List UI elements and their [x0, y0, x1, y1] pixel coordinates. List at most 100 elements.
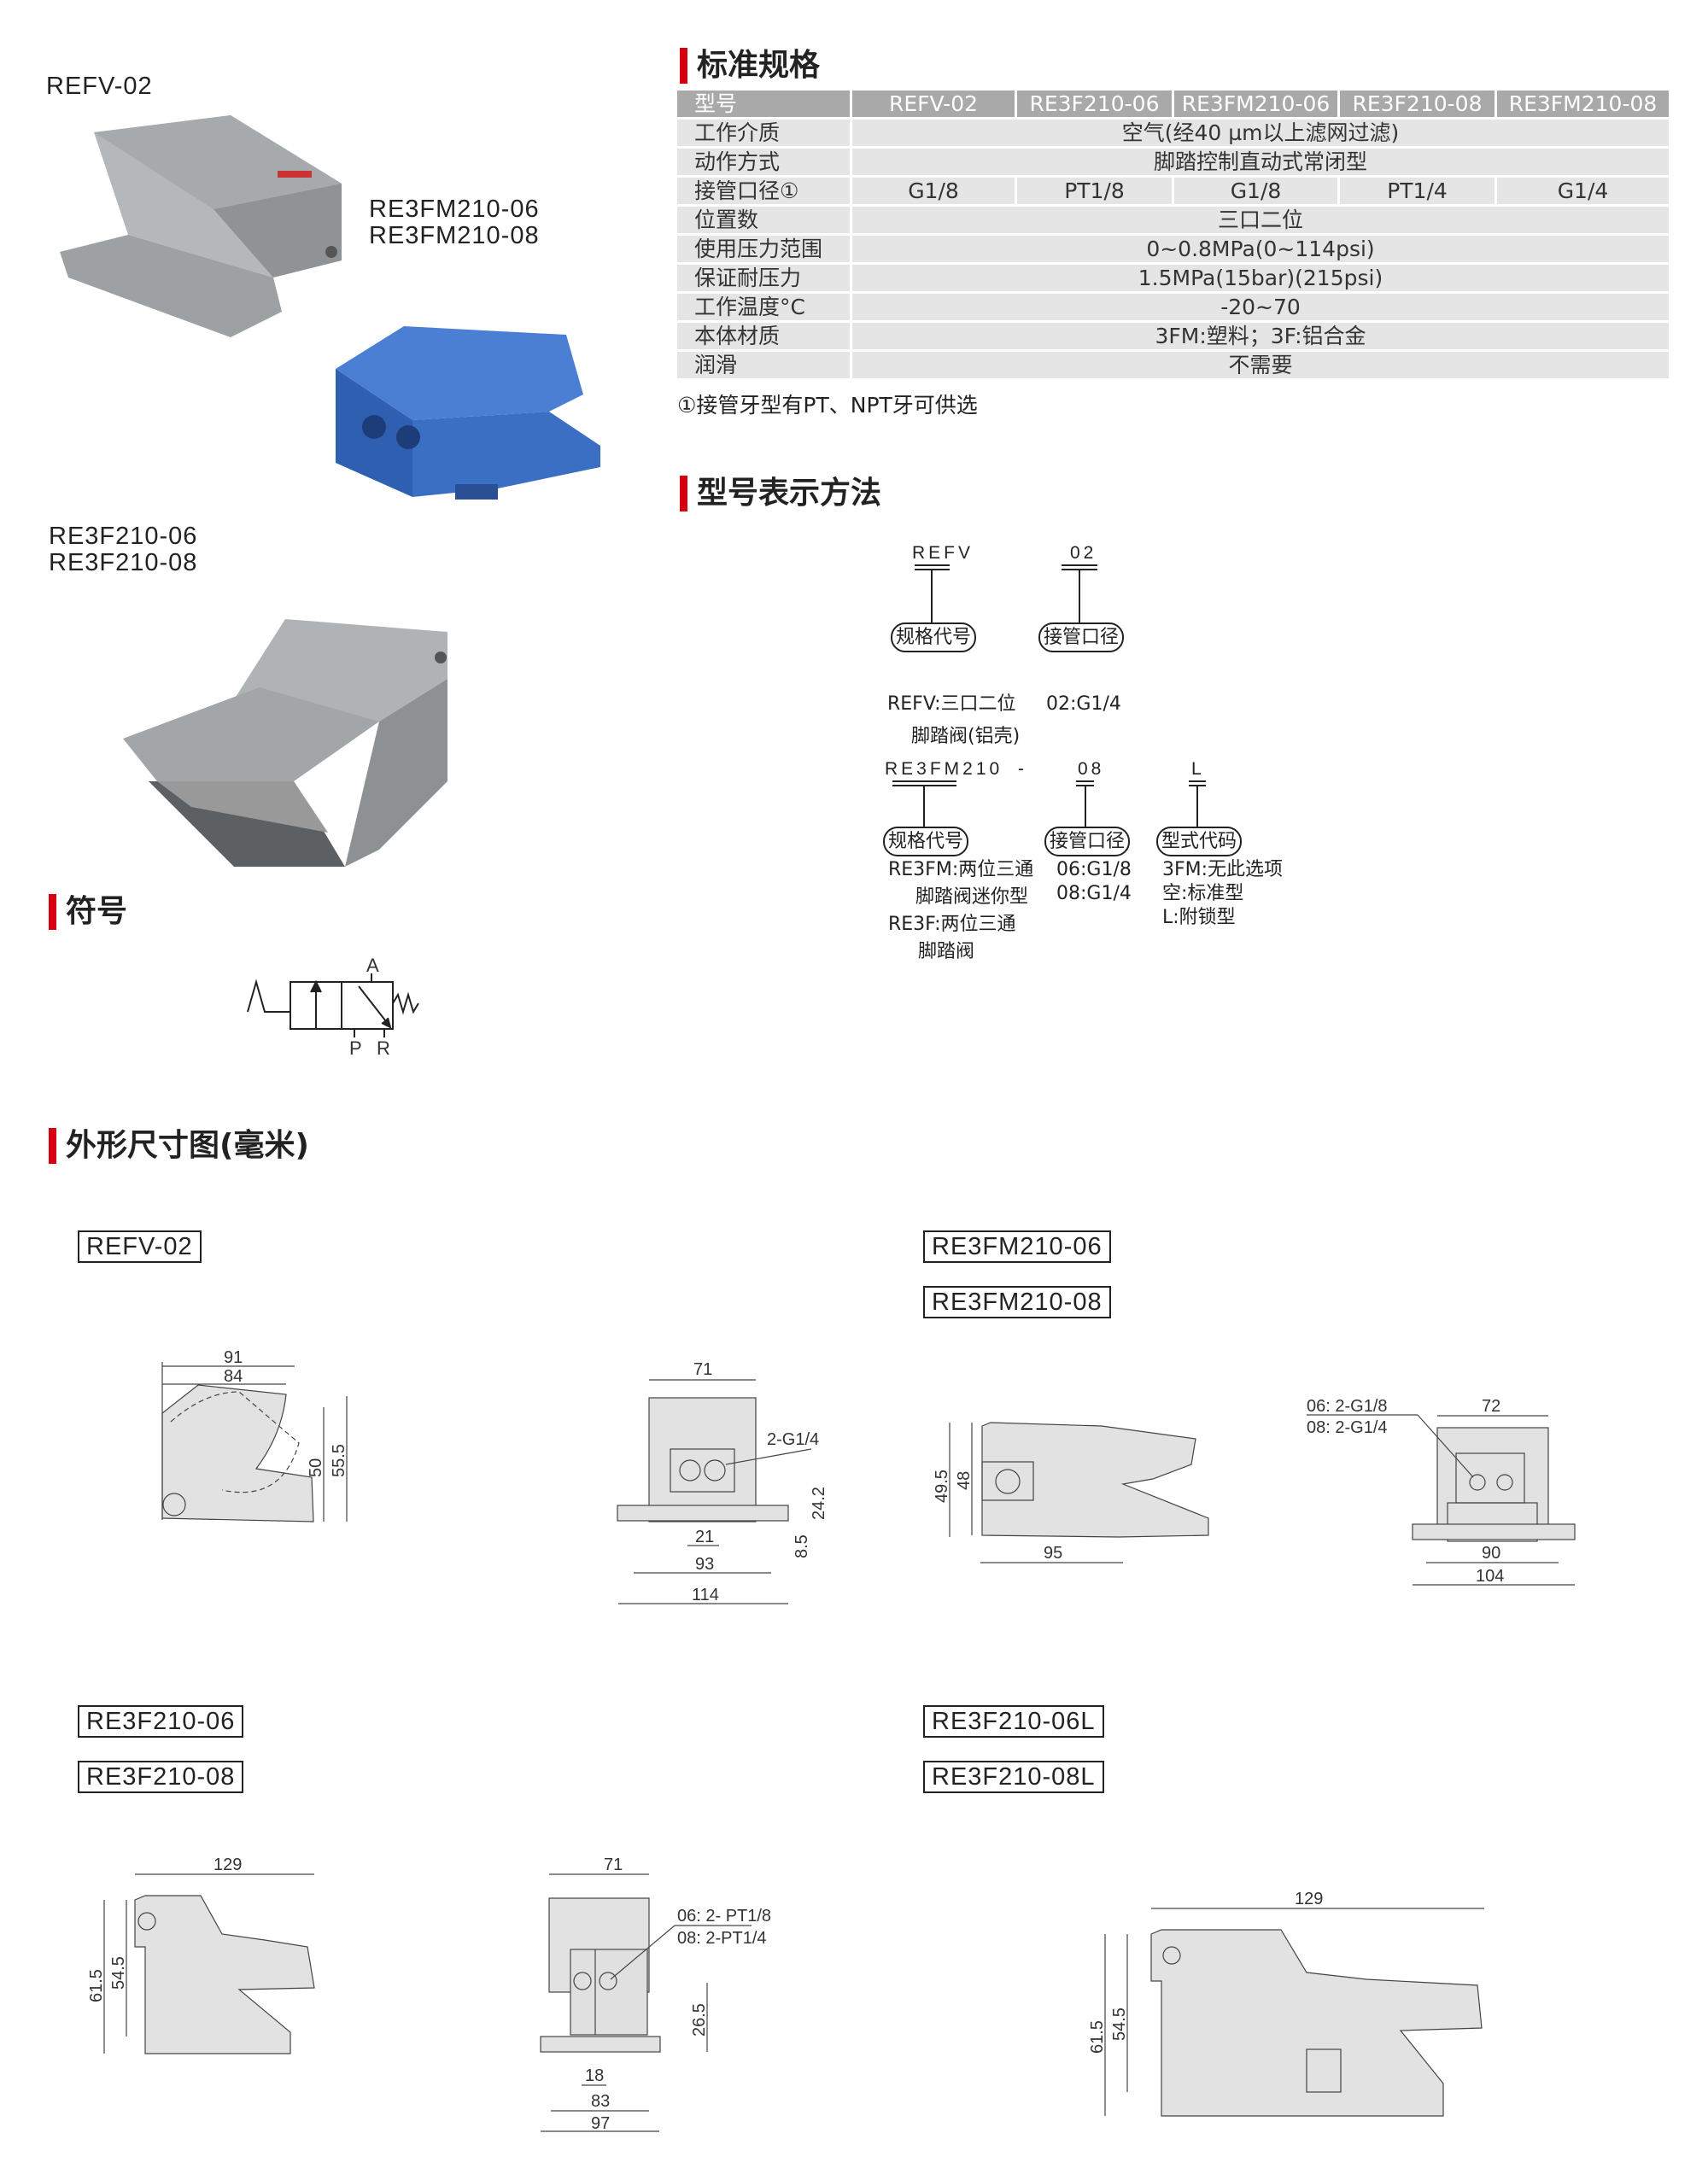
- dim-54-5: 54.5: [1110, 2007, 1129, 2041]
- row-value: 三口二位: [1217, 207, 1303, 232]
- desc-line: 脚踏阀(铝壳): [911, 726, 1021, 747]
- code-leader-line: [1079, 570, 1080, 623]
- port-callout-08: 08: 2-G1/4: [1307, 1418, 1388, 1437]
- re3f-product-image: [123, 619, 447, 867]
- dim-91: 91: [224, 1348, 243, 1367]
- table-row: 保证耐压力 1.5MPa(15bar)(215psi): [677, 265, 1669, 291]
- row-value: G1/4: [1557, 178, 1609, 203]
- desc-line: 脚踏阀: [918, 941, 975, 962]
- row-value: G1/8: [1174, 178, 1340, 204]
- dim-18: 18: [585, 2066, 604, 2085]
- code-refv: REFV: [912, 543, 974, 563]
- table-row: 动作方式 脚踏控制直动式常闭型: [677, 149, 1669, 175]
- dim-48: 48: [955, 1471, 974, 1490]
- port-callout-08: 08: 2-PT1/4: [677, 1929, 767, 1948]
- re3fm-product-image: [336, 326, 600, 500]
- product-label-refv: REFV-02: [46, 73, 153, 100]
- product-label-re3fm-06: RE3FM210-06: [369, 196, 540, 223]
- desc-line: 空:标准型: [1162, 883, 1244, 904]
- dim-55-5: 55.5: [330, 1444, 348, 1477]
- refv-side-drawing: 91 84 50 55.5: [161, 1348, 348, 1522]
- dim-61-5: 61.5: [87, 1969, 106, 2002]
- header-cell: RE3FM210-08: [1508, 91, 1658, 116]
- spec-heading: 标准规格: [680, 48, 820, 84]
- dim-61-5: 61.5: [1088, 2020, 1107, 2054]
- dim-8-5: 8.5: [793, 1534, 811, 1558]
- pill-spec-code: 规格代号: [891, 622, 976, 652]
- re3fm-side-drawing: 49.5 48 95: [933, 1422, 1209, 1563]
- port-callout-06: 06: 2-G1/8: [1307, 1397, 1388, 1416]
- dim-54-5: 54.5: [109, 1956, 128, 1990]
- product-label-re3f-06: RE3F210-06: [49, 523, 198, 550]
- dim-93: 93: [695, 1555, 714, 1574]
- table-row: 润滑 不需要: [677, 352, 1669, 378]
- row-value: 0~0.8MPa(0~114psi): [1146, 237, 1375, 261]
- dim-71: 71: [693, 1360, 712, 1379]
- row-label: 保证耐压力: [677, 265, 852, 291]
- drawing-label-refv: REFV-02: [78, 1230, 202, 1263]
- dim-50: 50: [307, 1458, 325, 1477]
- model-heading: 型号表示方法: [680, 476, 881, 511]
- product-label-re3fm-08: RE3FM210-08: [369, 222, 540, 249]
- dim-129: 129: [1295, 1890, 1323, 1908]
- row-label: 润滑: [677, 352, 852, 378]
- port-callout-06: 06: 2- PT1/8: [677, 1907, 771, 1926]
- drawing-label-re3f-06l: RE3F210-06L: [923, 1705, 1104, 1738]
- drawing-label-re3f-08l: RE3F210-08L: [923, 1761, 1104, 1793]
- dim-95: 95: [1044, 1544, 1062, 1563]
- header-cell: 型号: [677, 91, 852, 117]
- code-underline: [915, 564, 950, 570]
- row-label: 本体材质: [677, 323, 852, 349]
- row-label: 动作方式: [677, 149, 852, 175]
- desc-line: 08:G1/4: [1056, 883, 1132, 904]
- drawing-label-re3fm-06: RE3FM210-06: [923, 1230, 1111, 1263]
- refv-front-drawing: 71 2-G1/4 24.2 8.5 21 93 114: [617, 1360, 828, 1604]
- pill-port-size: 接管口径: [1038, 622, 1124, 652]
- table-row: 使用压力范围 0~0.8MPa(0~114psi): [677, 236, 1669, 262]
- dim-26-5: 26.5: [690, 2003, 709, 2037]
- table-row: 工作温度°C-20~70: [677, 294, 1669, 320]
- row-label: 接管口径①: [677, 178, 852, 204]
- code-leader-line: [1085, 786, 1086, 828]
- code-type: L: [1191, 759, 1205, 779]
- re3fl-side-drawing: 129 61.5 54.5: [1088, 1890, 1484, 2117]
- pill-spec-code: 规格代号: [883, 827, 968, 856]
- drawing-label-re3f-06: RE3F210-06: [78, 1705, 244, 1738]
- table-header-row: 型号 REFV-02 RE3F210-06 RE3FM210-06 RE3F21…: [677, 91, 1669, 117]
- port-r-label: R: [377, 1037, 390, 1059]
- dim-21: 21: [695, 1528, 714, 1546]
- row-value: PT1/8: [1017, 178, 1174, 204]
- port-callout: 2-G1/4: [767, 1430, 819, 1449]
- dim-104: 104: [1476, 1567, 1504, 1586]
- dim-49-5: 49.5: [933, 1470, 951, 1503]
- pill-type-code: 型式代码: [1156, 827, 1242, 856]
- code-leader-line: [1196, 786, 1198, 828]
- re3f-front-drawing: 71 06: 2- PT1/8 08: 2-PT1/4 26.5 18 83 9…: [540, 1855, 771, 2133]
- pedal-actuator-icon: [247, 979, 290, 1013]
- dim-114: 114: [692, 1586, 719, 1604]
- port-p-label: P: [349, 1037, 362, 1059]
- row-label: 位置数: [677, 207, 852, 233]
- table-row: 接管口径① G1/8 PT1/8 G1/8 PT1/4 G1/4: [677, 178, 1669, 204]
- row-value: 脚踏控制直动式常闭型: [1153, 149, 1367, 174]
- product-label-re3f-08: RE3F210-08: [49, 549, 198, 576]
- code-underline: [1076, 780, 1094, 786]
- spring-icon: [392, 991, 419, 1015]
- row-label: 使用压力范围: [677, 236, 852, 262]
- header-cell: RE3F210-06: [1017, 91, 1174, 117]
- drawing-label-re3fm-08: RE3FM210-08: [923, 1286, 1111, 1318]
- code-separator: -: [1018, 759, 1027, 779]
- dim-97: 97: [591, 2114, 610, 2133]
- desc-line: L:附锁型: [1162, 907, 1236, 928]
- code-underline: [892, 780, 956, 786]
- desc-line: 3FM:无此选项: [1162, 859, 1284, 880]
- refv-product-image: [60, 115, 342, 337]
- desc-line: 02:G1/4: [1046, 693, 1121, 715]
- row-value: 1.5MPa(15bar)(215psi): [1138, 266, 1383, 290]
- desc-line: RE3FM:两位三通: [888, 859, 1034, 880]
- code-re3fm: RE3FM210: [885, 759, 1003, 779]
- dimensions-heading: 外形尺寸图(毫米): [49, 1128, 309, 1164]
- row-value: 不需要: [1228, 353, 1293, 377]
- dim-90: 90: [1482, 1544, 1500, 1563]
- symbol-heading: 符号: [49, 894, 127, 930]
